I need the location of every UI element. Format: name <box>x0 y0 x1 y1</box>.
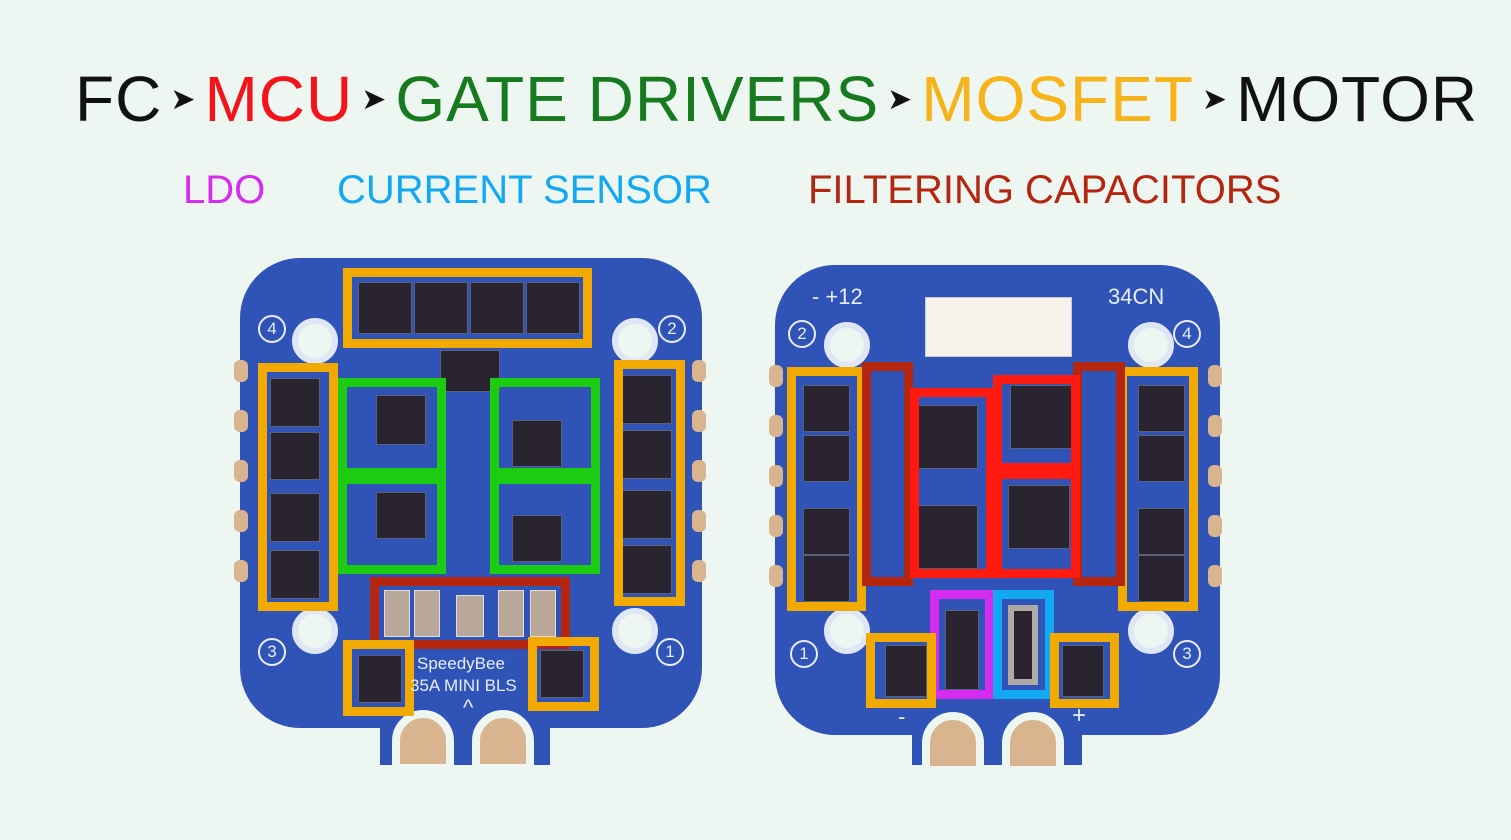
motor-pad-2-label: 2 <box>788 320 816 348</box>
solder-pad <box>922 712 984 774</box>
solder-pad <box>472 710 534 772</box>
mosfet-highlight <box>258 363 338 611</box>
model-label: 35A MINI BLS <box>410 676 517 695</box>
mosfet-highlight <box>787 367 866 611</box>
solder-pad <box>392 710 454 772</box>
minus-label: - <box>898 704 906 729</box>
gate-drivers-label: GATE DRIVERS <box>395 63 880 135</box>
current-sensor-highlight <box>993 590 1054 699</box>
fc-label: FC <box>75 63 163 135</box>
mosfet-highlight <box>1050 633 1119 708</box>
signal-chain-title: FC ➤ MCU ➤ GATE DRIVERS ➤ MOSFET ➤ MOTOR <box>75 62 1478 136</box>
gate-driver-highlight <box>338 475 446 574</box>
filtering-capacitors-highlight <box>1073 362 1125 586</box>
mosfet-label: MOSFET <box>921 63 1194 135</box>
arrow-icon: ➤ <box>170 82 197 116</box>
filtering-capacitors-highlight <box>370 577 570 649</box>
mosfet-highlight <box>528 637 599 711</box>
mcu-label: MCU <box>204 63 354 135</box>
mosfet-highlight <box>614 360 685 606</box>
motor-pad-1-label: 1 <box>790 640 818 668</box>
mosfet-highlight <box>1118 367 1198 611</box>
solder-pad <box>1002 712 1064 774</box>
voltage-label: - +12 <box>812 284 863 309</box>
motor-pad-1-label: 1 <box>656 638 684 666</box>
mosfet-highlight <box>343 268 592 348</box>
gate-driver-highlight <box>490 378 600 477</box>
mosfet-highlight <box>866 633 936 708</box>
plus-label: + <box>1072 702 1087 729</box>
motor-label: MOTOR <box>1236 63 1479 135</box>
gate-driver-highlight <box>490 475 600 574</box>
gate-driver-highlight <box>338 378 446 477</box>
arrow-icon: ➤ <box>887 82 914 116</box>
mcu-highlight <box>993 470 1080 578</box>
arrow-icon: ➤ <box>361 82 388 116</box>
fc-connector <box>925 297 1072 357</box>
arrow-icon: ➤ <box>1201 82 1229 116</box>
direction-arrow-icon: ^ <box>463 695 474 720</box>
mosfet-highlight <box>343 640 414 716</box>
filtering-capacitors-highlight <box>862 362 913 586</box>
motor-pad-2-label: 2 <box>658 315 686 343</box>
ldo-legend: LDO <box>183 168 266 212</box>
connector-label: 34CN <box>1108 284 1165 309</box>
motor-pad-4-label: 4 <box>258 315 286 343</box>
filtering-capacitors-legend: FILTERING CAPACITORS <box>808 168 1282 212</box>
ldo-highlight <box>930 590 994 699</box>
motor-pad-4-label: 4 <box>1173 320 1201 348</box>
current-sensor-legend: CURRENT SENSOR <box>337 168 712 212</box>
mcu-highlight <box>993 375 1080 472</box>
brand-label: SpeedyBee <box>417 654 505 673</box>
motor-pad-3-label: 3 <box>258 638 286 666</box>
mcu-highlight <box>910 388 995 578</box>
motor-pad-3-label: 3 <box>1173 640 1201 668</box>
